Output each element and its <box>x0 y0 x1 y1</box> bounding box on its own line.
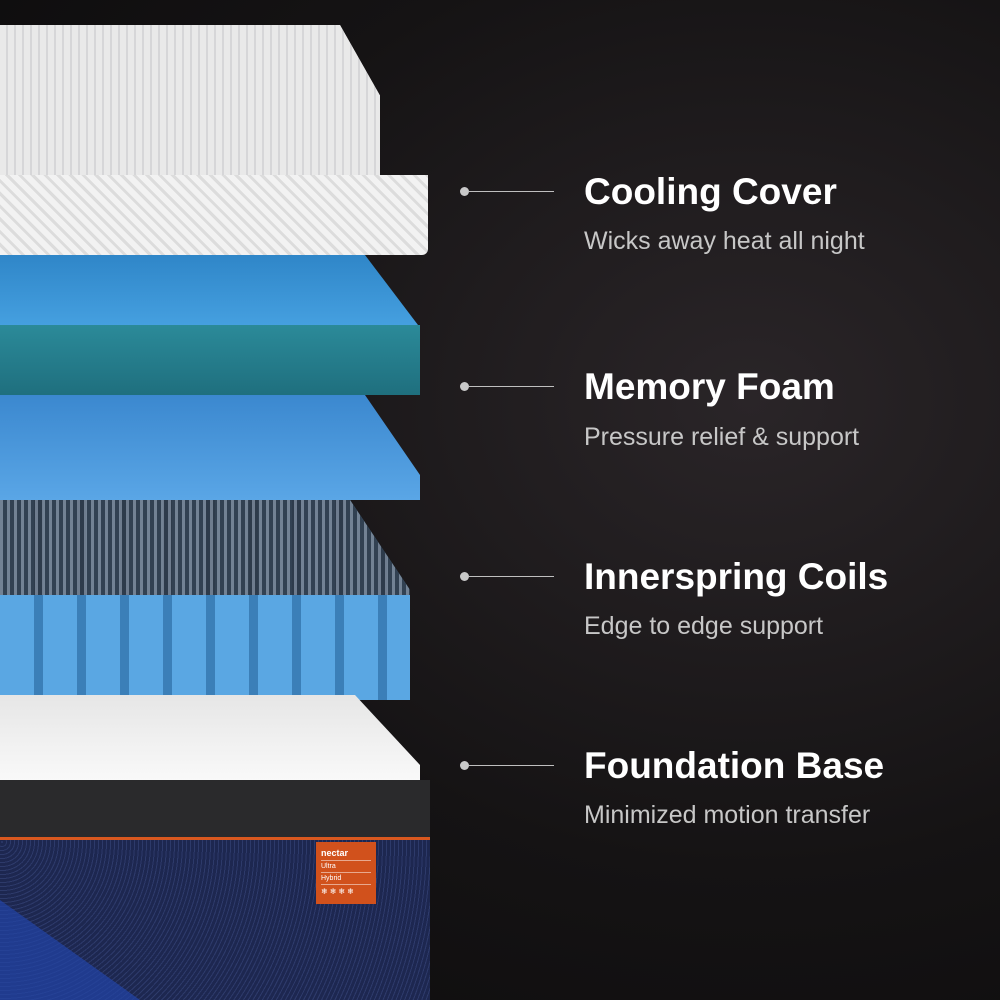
feature-subtitle: Wicks away heat all night <box>584 227 865 255</box>
connector-line <box>468 386 554 387</box>
feature-subtitle: Edge to edge support <box>584 612 824 640</box>
feature-title: Innerspring Coils <box>584 556 889 597</box>
tag-line2: Hybrid <box>321 873 371 885</box>
feature-title: Memory Foam <box>584 366 835 407</box>
feature-subtitle: Minimized motion transfer <box>584 801 871 829</box>
connector-line <box>468 576 554 577</box>
connector-line <box>468 191 554 192</box>
dot-icon <box>460 187 469 196</box>
feature-subtitle: Pressure relief & support <box>584 423 860 451</box>
feature-title: Foundation Base <box>584 745 885 786</box>
dot-icon <box>460 572 469 581</box>
cooling-cover-layer <box>0 25 380 175</box>
dot-icon <box>460 761 469 770</box>
snowflake-icon: ❄❄❄❄ <box>321 887 356 896</box>
feature-title: Cooling Cover <box>584 171 837 212</box>
foundation-base-top <box>0 780 430 840</box>
foundation-foam-layer <box>0 695 420 785</box>
cooling-cover-side <box>0 175 428 255</box>
innerspring-coils-layer <box>0 500 410 700</box>
brand-tag: nectar Ultra Hybrid ❄❄❄❄ <box>316 842 376 904</box>
memory-foam-layer <box>0 255 418 325</box>
dot-icon <box>460 382 469 391</box>
tag-brand: nectar <box>321 846 371 861</box>
connector-line <box>468 765 554 766</box>
support-foam-layer <box>0 395 420 500</box>
tag-line1: Ultra <box>321 861 371 873</box>
memory-foam-side <box>0 325 420 395</box>
